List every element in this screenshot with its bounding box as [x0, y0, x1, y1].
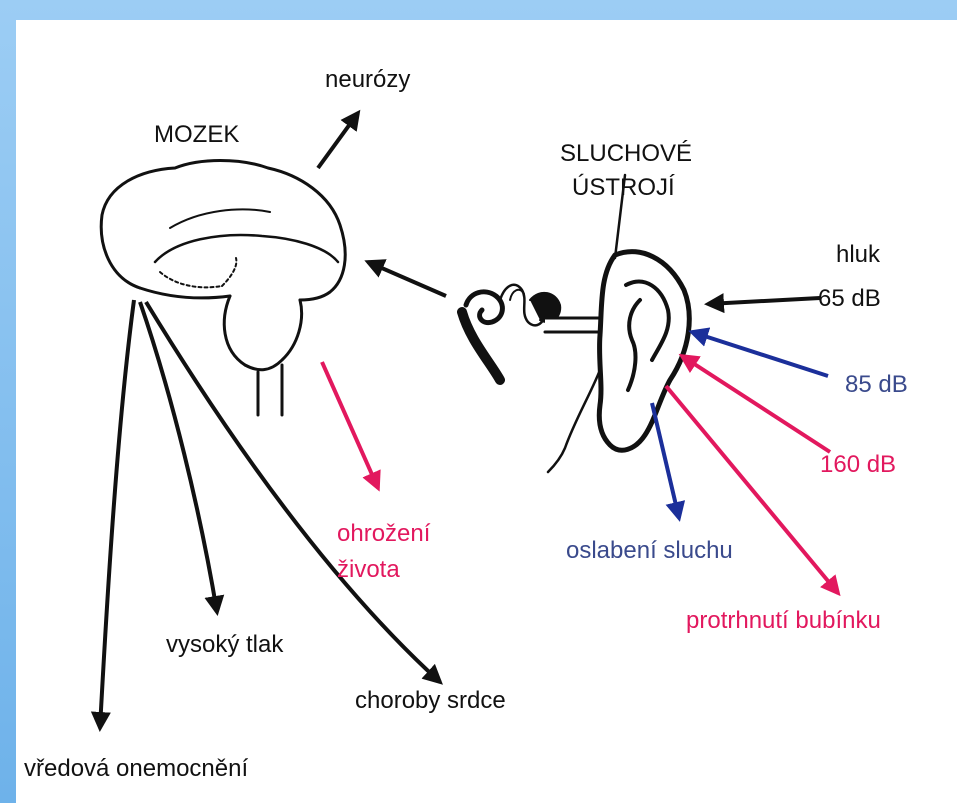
label-noise: hluk — [836, 241, 880, 269]
arrow-to-neuroses — [318, 113, 358, 168]
label-65db: 65 dB — [818, 285, 881, 313]
brain-icon — [101, 161, 345, 416]
label-heart-disease: choroby srdce — [355, 687, 506, 715]
label-eardrum-rupture: protrhnutí bubínku — [686, 607, 881, 635]
label-160db: 160 dB — [820, 451, 896, 479]
label-hearing-weakening: oslabení sluchu — [566, 537, 733, 565]
label-high-pressure: vysoký tlak — [166, 631, 283, 659]
label-neuroses: neurózy — [325, 66, 410, 94]
label-85db: 85 dB — [845, 371, 908, 399]
label-hearing-organ-1: SLUCHOVÉ — [560, 140, 692, 168]
label-brain: MOZEK — [154, 121, 239, 149]
arrow-to-heart — [146, 302, 440, 682]
inner-ear-icon — [462, 285, 600, 380]
arrow-85db — [692, 332, 828, 376]
arrow-to-ulcer — [100, 300, 134, 728]
label-life-threat-1: ohrožení — [337, 520, 430, 548]
label-hearing-organ-2: ÚSTROJÍ — [572, 174, 675, 202]
arrow-to-brain — [368, 262, 446, 296]
arrow-to-hearing-weakening — [652, 403, 679, 518]
arrow-65db — [708, 298, 820, 304]
label-ulcer-diseases: vředová onemocnění — [24, 755, 248, 783]
arrow-to-life-threat — [322, 362, 378, 488]
label-life-threat-2: života — [337, 556, 400, 584]
arrow-to-high-pressure — [140, 302, 217, 612]
